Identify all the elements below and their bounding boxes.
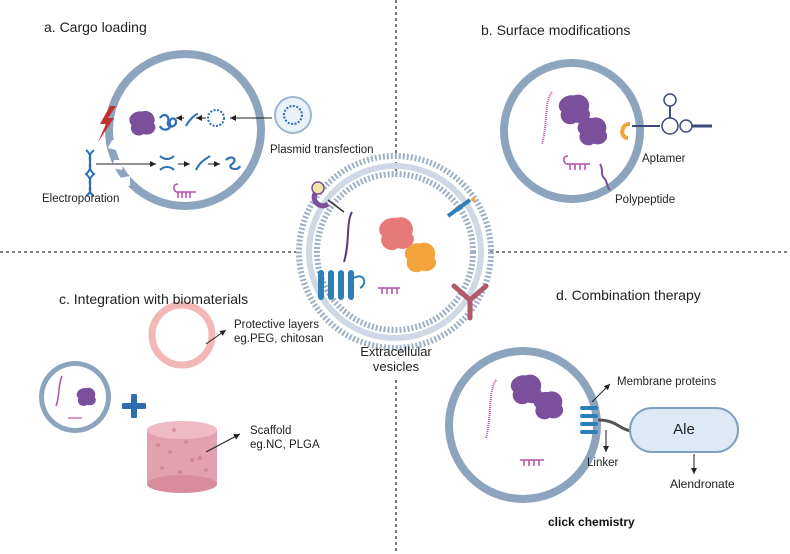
center-line2: vesicles	[372, 359, 420, 374]
central-vesicle	[296, 153, 494, 351]
mirna-d	[520, 459, 544, 466]
arrow-protective	[205, 329, 227, 345]
protective-layers-label: Protective layers eg.PEG, chitosan	[234, 318, 324, 346]
membrane-proteins-label: Membrane proteins	[617, 376, 717, 388]
rna-inside-icon	[195, 155, 211, 171]
extracellular-vesicles-label: Extracellular vesicles	[350, 344, 442, 374]
center-line1: Extracellular	[360, 344, 432, 359]
rna-strand-b	[541, 91, 553, 145]
electroporation-label: Electroporation	[42, 193, 120, 205]
membrane-protein-icon	[580, 406, 598, 434]
rna-coil-icon	[225, 156, 242, 171]
protein-orange	[404, 242, 437, 273]
rna-tangle-icon	[158, 113, 178, 131]
mirna-icon	[173, 183, 196, 198]
vesicle-b	[500, 59, 644, 203]
plasmid-transfection-label: Plasmid transfection	[270, 144, 374, 156]
protective-ring	[148, 301, 216, 369]
protein-icon	[129, 110, 156, 136]
panel-a-title: a. Cargo loading	[44, 19, 147, 35]
pen-marker-icon	[446, 196, 476, 218]
receptor-icon	[318, 270, 366, 300]
panel-c-title: c. Integration with biomaterials	[59, 291, 249, 307]
arrow-scaffold	[205, 433, 241, 453]
scaffold-cylinder	[147, 421, 217, 493]
aptamer-icon	[620, 93, 712, 140]
plus-icon	[122, 394, 146, 418]
panel-d-title: d. Combination therapy	[556, 287, 701, 303]
polypeptide-icon	[599, 163, 611, 191]
click-chemistry-label: click chemistry	[548, 515, 635, 529]
alendronate-label: Alendronate	[670, 477, 735, 491]
antibody-icon	[451, 283, 489, 321]
ale-capsule	[629, 407, 739, 453]
ale-label: Ale	[673, 421, 695, 438]
vesicle-d	[445, 347, 601, 503]
vesicle-c	[39, 361, 111, 433]
mirna-b	[563, 155, 590, 170]
arrow-membrane	[591, 383, 611, 403]
vesicle-a	[105, 50, 265, 210]
dna-icon	[84, 149, 96, 197]
plasmid-inside-icon	[207, 109, 225, 127]
aptamer-label: Aptamer	[642, 153, 686, 165]
rna-strand-center	[343, 211, 353, 263]
mirna-center	[378, 287, 400, 294]
scaffold-line1: Scaffold	[250, 425, 292, 437]
scaffold-label: Scaffold eg.NC, PLGA	[250, 424, 320, 452]
ligand-icon	[311, 181, 345, 213]
protective-line2: eg.PEG, chitosan	[234, 333, 324, 345]
scaffold-line2: eg.NC, PLGA	[250, 439, 320, 451]
rna-strand-icon	[185, 113, 199, 127]
polypeptide-label: Polypeptide	[615, 194, 676, 206]
linker-label: Linker	[587, 457, 619, 469]
panel-b-title: b. Surface modifications	[481, 22, 631, 38]
plasmid-icon	[274, 96, 312, 134]
lightning-bolt-icon	[98, 106, 116, 142]
protective-line1: Protective layers	[234, 319, 320, 331]
dna-inside-icon	[159, 155, 175, 171]
protein-salmon	[379, 217, 414, 251]
